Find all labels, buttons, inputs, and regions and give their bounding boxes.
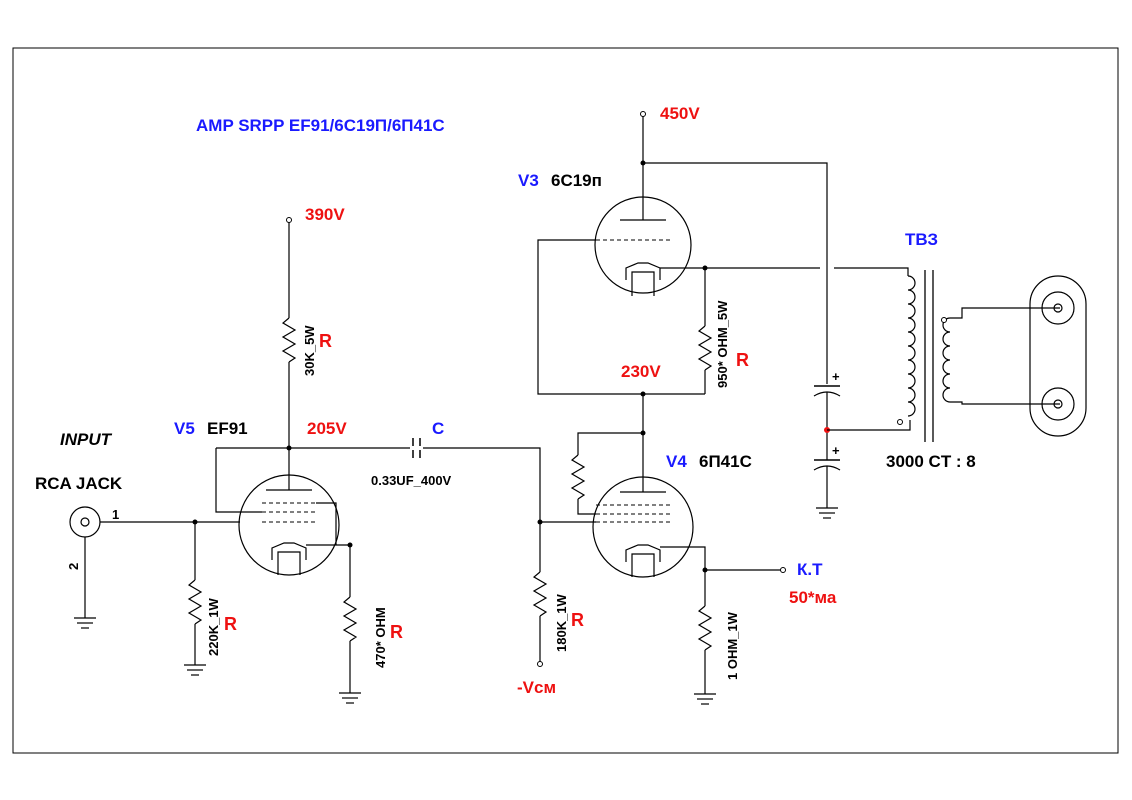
- transformer-ratio: 3000 CT : 8: [886, 452, 976, 471]
- test-current: 50*ма: [789, 588, 837, 607]
- transformer-name: ТВЗ: [905, 230, 938, 249]
- input-label: INPUT: [60, 430, 113, 449]
- jack-pin-1: 1: [112, 507, 119, 522]
- resistor-180k: [532, 522, 548, 667]
- jack-pin-2: 2: [66, 563, 81, 570]
- tube-v3-6s19p: [594, 163, 705, 296]
- resistor-470-ohm: [339, 545, 361, 704]
- resistor-180k-label: 180K_1W: [554, 593, 569, 652]
- v4-type: 6П41С: [699, 452, 752, 471]
- resistor-220k-label: 220K_1W: [206, 597, 221, 656]
- tube-v4-6p41s: [570, 432, 706, 578]
- voltage-205v: 205V: [307, 419, 347, 438]
- b-plus-wire: [643, 162, 828, 384]
- resistor-1-ohm-label: 1 OHM_1W: [725, 611, 740, 680]
- v4-ref: V4: [666, 452, 687, 471]
- capacitor-mark: C: [432, 419, 444, 438]
- capacitor-value: 0.33UF_400V: [371, 473, 452, 488]
- schematic-title: AMP SRPP EF91/6С19П/6П41С: [196, 116, 445, 135]
- resistor-30k: [281, 217, 297, 448]
- voltage-390v: 390V: [305, 205, 345, 224]
- drawing-frame: [12, 47, 1119, 754]
- cap-plus-top: +: [832, 369, 840, 384]
- resistor-470-label: 470* OHM: [373, 607, 388, 668]
- ct-wire: [827, 420, 911, 431]
- voltage-230v: 230V: [621, 362, 661, 381]
- r-mark: R: [224, 614, 237, 634]
- tube-v5-ef91: [215, 448, 350, 576]
- speaker-terminals: [1029, 275, 1087, 437]
- resistor-1-ohm: [694, 570, 716, 705]
- r-mark: R: [319, 331, 332, 351]
- resistor-220k: [184, 522, 206, 676]
- rca-jack-label: RCA JACK: [35, 474, 123, 493]
- v3-ref: V3: [518, 171, 539, 190]
- r-mark: R: [390, 622, 403, 642]
- supply-terminal-450v: [640, 111, 646, 117]
- test-point-label: К.Т: [797, 560, 823, 579]
- v3-type: 6С19п: [551, 171, 602, 190]
- r-mark: R: [571, 610, 584, 630]
- output-wire-2: [834, 267, 909, 276]
- v4-grid-wire: [530, 447, 596, 523]
- test-point: [780, 567, 786, 573]
- r-mark: R: [736, 350, 749, 370]
- cap-gap: [410, 446, 423, 450]
- resistor-950-label: 950* OHM_5W: [715, 300, 730, 388]
- v3-grid-loop: [537, 239, 705, 395]
- v5-type: EF91: [207, 419, 248, 438]
- resistor-30k-label: 30K_5W: [302, 325, 317, 376]
- capacitor-stack: [813, 385, 841, 519]
- cap-plus-bottom: +: [832, 443, 840, 458]
- voltage-bias: -Vсм: [517, 678, 556, 697]
- voltage-450v: 450V: [660, 104, 700, 123]
- v5-ref: V5: [174, 419, 195, 438]
- output-transformer: [897, 270, 1060, 442]
- resistor-950-ohm: [697, 268, 713, 394]
